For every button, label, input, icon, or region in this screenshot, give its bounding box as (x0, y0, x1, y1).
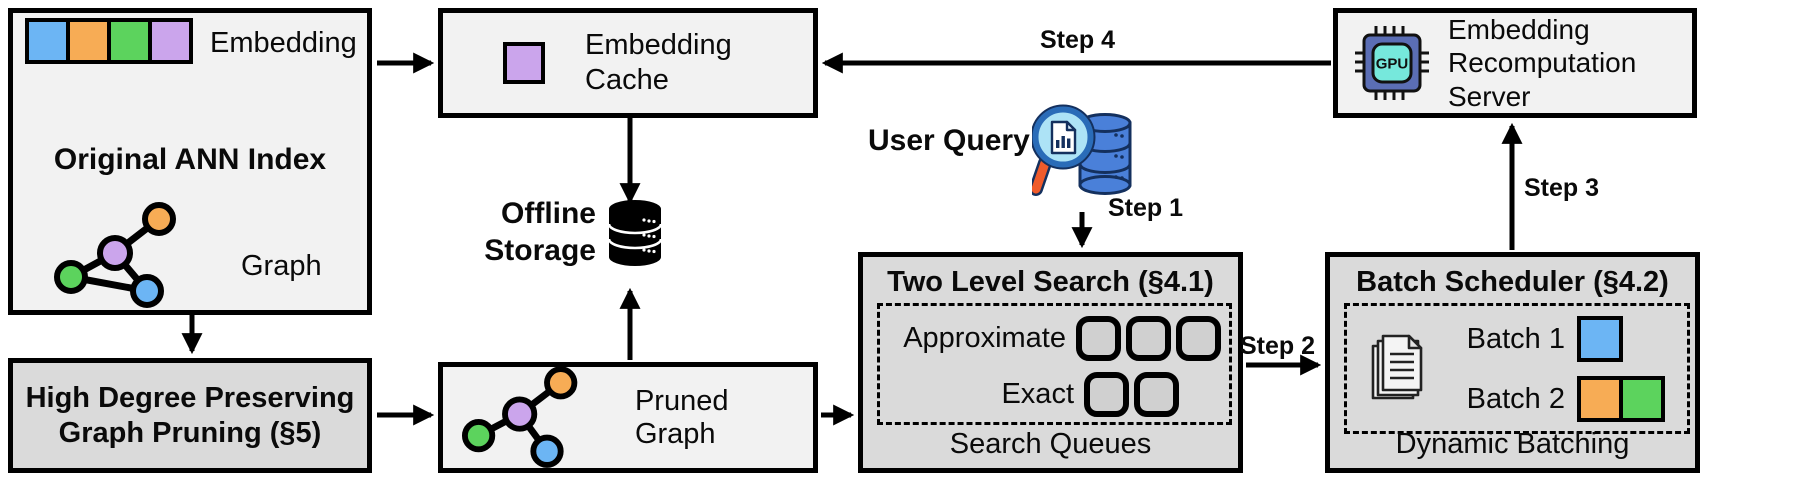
graph-pruning-title: High Degree Preserving Graph Pruning (§5… (25, 382, 355, 449)
step4-label: Step 4 (1040, 26, 1116, 54)
queue-slot (1134, 371, 1179, 417)
batch-scheduler-box: Batch Scheduler (§4.2) Batch 1 (1325, 252, 1700, 473)
batch1-label: Batch 1 (1466, 322, 1565, 355)
approximate-queue-row: Approximate (888, 310, 1221, 366)
offline-storage: Offline Storage (446, 196, 664, 269)
embedding-cache-title: Embedding Cache (585, 29, 732, 96)
batch2-label: Batch 2 (1466, 382, 1565, 415)
embedding-vector-icon (25, 18, 193, 64)
batch-scheduler-title: Batch Scheduler (§4.2) (1356, 266, 1669, 298)
pruned-graph-box: Pruned Graph (438, 362, 818, 473)
cached-embedding-icon (503, 42, 545, 84)
orange-swatch (1581, 380, 1619, 418)
orange-swatch (70, 22, 107, 60)
step1-label: Step 1 (1108, 194, 1184, 222)
recomputation-server-title: Embedding Recomputation Server (1448, 14, 1637, 112)
blue-swatch (1581, 320, 1619, 358)
step3-label: Step 3 (1524, 174, 1600, 202)
two-level-search-title: Two Level Search (§4.1) (887, 266, 1214, 298)
pruned-graph-icon (461, 365, 578, 468)
queue-slot (1176, 315, 1221, 361)
recomputation-server-box: GPU Embedding Recomputation Server (1333, 8, 1697, 118)
batch2-queries-icon (1577, 376, 1665, 422)
blue-swatch (29, 22, 66, 60)
original-graph-icon (54, 202, 176, 308)
purple-swatch (152, 22, 189, 60)
svg-text:GPU: GPU (1376, 56, 1409, 73)
purple-swatch (507, 46, 541, 80)
queue-slot (1084, 371, 1129, 417)
embedding-cache-box: Embedding Cache (438, 8, 818, 118)
documents-icon (1371, 334, 1423, 400)
batch2-row: Batch 2 (1453, 376, 1665, 422)
search-queues-panel: Approximate Exact (877, 303, 1232, 425)
batch1-row: Batch 1 (1453, 316, 1623, 362)
graph-pruning-box: High Degree Preserving Graph Pruning (§5… (8, 358, 372, 473)
database-icon (607, 199, 663, 266)
approximate-label: Approximate (903, 321, 1066, 354)
offline-storage-label: Offline Storage (484, 197, 596, 267)
two-level-search-box: Two Level Search (§4.1) Approximate Exac… (858, 252, 1243, 473)
batch1-queries-icon (1577, 316, 1623, 362)
gpu-chip-icon: GPU (1355, 26, 1429, 100)
query-search-icon (1032, 104, 1132, 196)
user-query-label: User Query (868, 124, 1030, 157)
embedding-label: Embedding (210, 27, 357, 59)
approximate-queue-slots (1076, 315, 1221, 361)
green-swatch (111, 22, 148, 60)
step2-label: Step 2 (1240, 332, 1316, 360)
dynamic-batching-label: Dynamic Batching (1395, 428, 1630, 460)
dynamic-batching-panel: Batch 1 Batch 2 (1344, 303, 1690, 434)
graph-label: Graph (241, 250, 322, 282)
original-ann-index-title: Original ANN Index (53, 143, 327, 176)
original-ann-index-box: Embedding Original ANN Index Graph (8, 8, 372, 315)
exact-queue-slots (1084, 371, 1179, 417)
pruned-graph-label: Pruned Graph (634, 384, 729, 450)
queue-slot (1076, 315, 1121, 361)
queue-slot (1126, 315, 1171, 361)
search-queues-label: Search Queues (949, 428, 1152, 460)
exact-label: Exact (1001, 377, 1074, 410)
green-swatch (1623, 380, 1661, 418)
exact-queue-row: Exact (888, 366, 1221, 422)
